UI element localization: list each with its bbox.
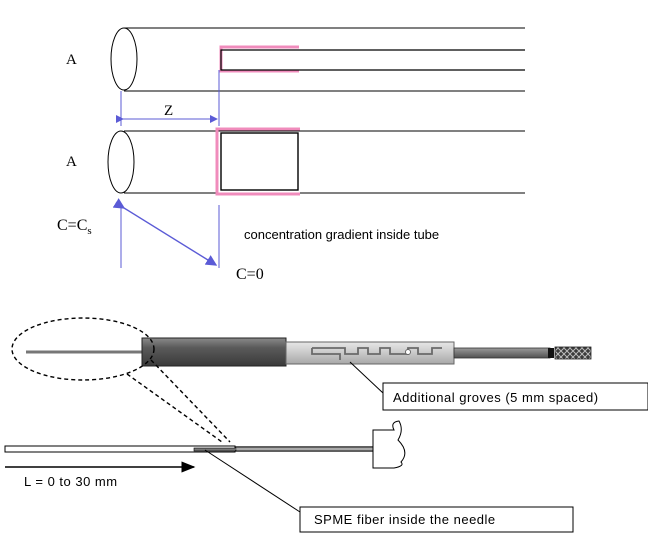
concentration-source-label: C=Cs xyxy=(57,217,92,237)
knurled-knob xyxy=(554,346,592,360)
spme-device xyxy=(26,337,592,367)
groove-hole xyxy=(405,349,411,355)
concentration-zero-label: C=0 xyxy=(236,266,264,283)
fiber-callout-text: SPME fiber inside the needle xyxy=(314,512,496,527)
fiber-leader xyxy=(204,449,301,513)
grooves-leader xyxy=(349,361,384,394)
groove-track xyxy=(311,347,442,360)
magnify-connector-1 xyxy=(126,373,223,443)
grooves-callout-text: Additional groves (5 mm spaced) xyxy=(393,390,599,405)
z-label: Z xyxy=(164,103,173,119)
inner-fiber-top xyxy=(220,49,525,71)
length-label: L = 0 to 30 mm xyxy=(24,474,118,489)
gradient-caption: concentration gradient inside tube xyxy=(244,227,439,242)
gradient-arrow xyxy=(112,198,218,266)
tube-a-top-label: A xyxy=(66,52,77,68)
fiber-callout-box xyxy=(299,506,574,533)
needle-holder-cut xyxy=(372,420,406,469)
dark-barrel xyxy=(141,337,287,367)
magnified-needle xyxy=(4,420,406,469)
fiber-inside-needle xyxy=(193,447,237,452)
grooves-callout-box xyxy=(382,382,648,411)
inner-fiber-bottom xyxy=(220,132,299,191)
tube-a-bottom xyxy=(107,127,525,196)
inner-fiber-bottom-highlight xyxy=(215,127,300,196)
magnify-connector-2 xyxy=(150,359,231,443)
tube-a-bottom-label: A xyxy=(66,154,77,170)
magnify-ellipse xyxy=(11,317,155,381)
tube-top-opening xyxy=(110,27,138,91)
plunger-rod xyxy=(453,347,551,359)
plunger-collar xyxy=(548,348,554,358)
tube-a-top xyxy=(110,27,525,92)
tube-bottom-opening xyxy=(107,130,135,194)
